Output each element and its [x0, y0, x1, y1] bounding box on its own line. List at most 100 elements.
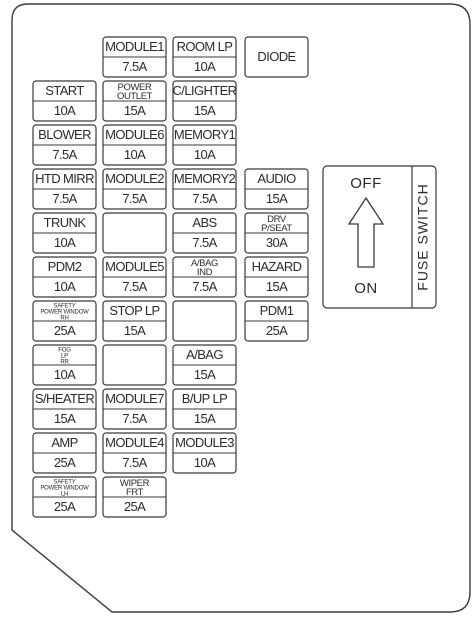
fuse-rating: 25A: [266, 323, 288, 338]
fuse-label: MODULE1: [105, 39, 164, 54]
fuse-label-line: RR: [60, 359, 69, 365]
fuse-rating: 15A: [194, 411, 216, 426]
fuse-rating: 7.5A: [122, 191, 147, 206]
fuse-label: MODULE4: [105, 435, 164, 450]
fuse-empty-23[interactable]: [172, 300, 237, 342]
fuse-label: MODULE3: [175, 435, 234, 450]
fuse-stop-lp[interactable]: STOP LP 15A: [102, 300, 167, 342]
fuse-module1[interactable]: MODULE1 7.5A: [102, 36, 167, 78]
fuse-switch-label: FUSE SWITCH: [415, 183, 431, 290]
fuse-switch-frame: [322, 165, 437, 309]
fuse-box-outline: [11, 3, 471, 613]
fuse-rating: 7.5A: [122, 279, 147, 294]
fuse-label: HTD MIRR: [35, 171, 94, 186]
fuse-label-line: RH: [60, 315, 68, 321]
fuse-htd-mirr[interactable]: HTD MIRR 7.5A: [32, 168, 97, 210]
fuse-switch-on-label: ON: [354, 280, 378, 297]
fuse-c-lighter[interactable]: C/LIGHTER 15A: [172, 80, 237, 122]
fuse-pdm1[interactable]: PDM1 25A: [244, 300, 309, 342]
fuse-rating: 15A: [194, 103, 216, 118]
fuse-label: MEMORY1: [174, 127, 236, 142]
fuse-label-line: FRT: [126, 487, 144, 498]
fuse-label-line: SAFETY: [53, 303, 75, 309]
fuse-rating: 7.5A: [52, 147, 77, 162]
fuse-rating: 15A: [266, 279, 288, 294]
fuse-memory1[interactable]: MEMORY1 10A: [172, 124, 237, 166]
fuse-label-line: IND: [197, 267, 213, 278]
fuse-rating: 7.5A: [52, 191, 77, 206]
fuse-slot: [244, 36, 309, 78]
fuse-module7[interactable]: MODULE7 7.5A: [102, 388, 167, 430]
fuse-slot: [102, 344, 167, 386]
fuse-rating: 25A: [54, 323, 76, 338]
fuse-label: START: [45, 83, 84, 98]
fuse-rating: 7.5A: [122, 455, 147, 470]
fuse-label: S/HEATER: [35, 391, 94, 406]
fuse-label: MODULE5: [105, 259, 164, 274]
fuse-label: MODULE7: [105, 391, 164, 406]
fuse-label-line: DRV: [267, 214, 287, 225]
fuse-blower[interactable]: BLOWER 7.5A: [32, 124, 97, 166]
fuse-label: PDM1: [260, 303, 294, 318]
fuse-empty-14[interactable]: [102, 212, 167, 254]
fuse-label: ABS: [192, 215, 217, 230]
fuse-empty-26[interactable]: [102, 344, 167, 386]
fuse-rating: 10A: [194, 147, 216, 162]
fuse-rating: 25A: [124, 499, 146, 514]
fuse-label: AMP: [51, 435, 77, 450]
fuse-label-line: POWER WINDOW: [40, 485, 89, 491]
fuse-label-line: SAFETY: [53, 479, 75, 485]
fuse-rating: 15A: [124, 323, 146, 338]
fuse-rating: 30A: [266, 235, 288, 250]
fuse-slot: [102, 212, 167, 254]
fuse-label: MEMORY2: [174, 171, 236, 186]
fuse-label-line: FOG: [58, 347, 71, 353]
fuse-module4[interactable]: MODULE4 7.5A: [102, 432, 167, 474]
fuse-label: C/LIGHTER: [173, 83, 237, 98]
fuse-module5[interactable]: MODULE5 7.5A: [102, 256, 167, 298]
fuse-rating: 15A: [194, 367, 216, 382]
fuse-rating: 10A: [54, 235, 76, 250]
fuse-label-line: P/SEAT: [261, 223, 292, 234]
up-arrow-icon: [347, 196, 385, 268]
fuse-diode[interactable]: DIODE: [244, 36, 309, 78]
fuse-rating: 15A: [54, 411, 76, 426]
fuse-switch[interactable]: OFF ON FUSE SWITCH: [322, 165, 437, 309]
fuse-label: STOP LP: [109, 303, 159, 318]
fuse-label: BLOWER: [38, 127, 91, 142]
fuse-switch-off-label: OFF: [350, 175, 382, 192]
fuse-s-heater[interactable]: S/HEATER 15A: [32, 388, 97, 430]
fuse-rating: 7.5A: [122, 411, 147, 426]
fuse-label: MODULE6: [105, 127, 164, 142]
fuse-label: DIODE: [257, 49, 296, 64]
fuse-label-line: WIPER: [120, 478, 150, 489]
fuse-rating: 7.5A: [122, 59, 147, 74]
fuse-label: ROOM LP: [177, 39, 233, 54]
